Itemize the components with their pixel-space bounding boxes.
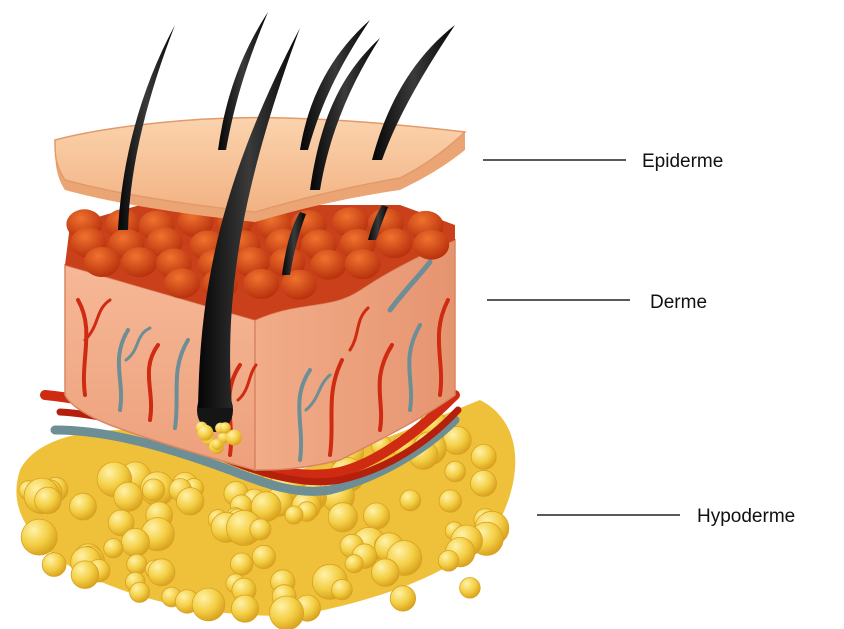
fat-lobule: [70, 493, 97, 520]
dermal-papilla: [345, 249, 381, 279]
fat-lobule: [332, 579, 353, 600]
fat-lobule: [220, 422, 231, 433]
fat-lobule: [252, 545, 275, 568]
dermal-papilla: [413, 230, 449, 260]
label-hypoderme: Hypoderme: [537, 506, 795, 527]
fat-lobule: [471, 444, 496, 469]
fat-lobule: [114, 482, 143, 511]
fat-lobule: [71, 561, 99, 589]
fat-lobule: [21, 519, 57, 555]
fat-lobule: [438, 551, 459, 572]
fat-lobule: [212, 439, 223, 450]
fat-lobule: [345, 555, 363, 573]
layer-label-epiderme: Epiderme: [642, 151, 723, 172]
dermal-papilla: [310, 250, 346, 280]
fat-lobule: [148, 559, 175, 586]
fat-lobule: [270, 596, 304, 629]
fat-lobule: [177, 488, 204, 515]
fat-lobule: [121, 528, 149, 556]
fat-lobule: [328, 503, 357, 532]
dermal-papilla: [164, 268, 200, 298]
fat-lobule: [250, 519, 271, 540]
dermis-layer: [65, 205, 455, 470]
dermal-papilla: [84, 247, 120, 277]
dermal-papilla: [121, 247, 157, 277]
fat-lobule: [142, 479, 164, 501]
fat-lobule: [35, 487, 62, 514]
fat-lobule: [42, 553, 66, 577]
layer-label-derme: Derme: [650, 292, 707, 313]
dermal-papilla: [243, 269, 279, 299]
fat-lobule: [390, 586, 415, 611]
fat-lobule: [192, 588, 225, 621]
fat-lobule: [439, 490, 461, 512]
fat-lobule: [197, 425, 213, 441]
fat-lobule: [364, 503, 390, 529]
fat-lobule: [231, 595, 258, 622]
fat-lobule: [104, 539, 123, 558]
fat-lobule: [471, 470, 497, 496]
fat-lobule: [127, 554, 147, 574]
dermal-papilla: [376, 228, 412, 258]
fat-lobule: [130, 582, 150, 602]
layer-label-hypoderme: Hypoderme: [697, 506, 795, 527]
fat-lobule: [445, 461, 466, 482]
label-derme: Derme: [487, 292, 707, 313]
fat-lobule: [372, 559, 400, 587]
fat-lobule: [285, 506, 303, 524]
fat-lobule: [231, 553, 253, 575]
fat-lobule: [460, 578, 481, 599]
fat-lobule: [400, 490, 421, 511]
label-epiderme: Epiderme: [483, 151, 723, 172]
